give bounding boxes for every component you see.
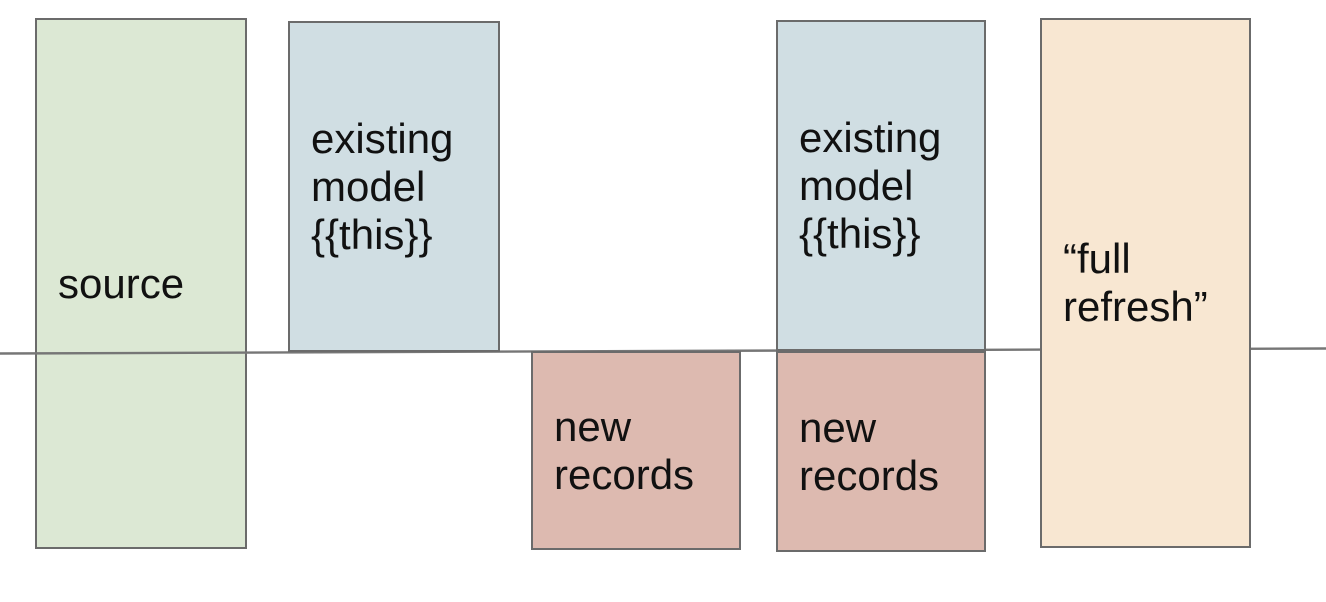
existing-model-box-1-label: existing model {{this}}: [311, 114, 454, 258]
new-records-box-2: new records: [776, 351, 986, 552]
source-box-label: source: [58, 259, 185, 307]
full-refresh-box-label: “full refresh”: [1063, 235, 1208, 330]
full-refresh-box: “full refresh”: [1040, 18, 1251, 548]
existing-model-box-1: existing model {{this}}: [288, 21, 500, 352]
existing-model-box-2: existing model {{this}}: [776, 20, 986, 351]
existing-model-box-2-label: existing model {{this}}: [799, 113, 942, 257]
new-records-box-1: new records: [531, 351, 741, 550]
new-records-box-1-label: new records: [554, 402, 695, 498]
new-records-box-2-label: new records: [799, 403, 940, 499]
source-box: source: [35, 18, 247, 549]
